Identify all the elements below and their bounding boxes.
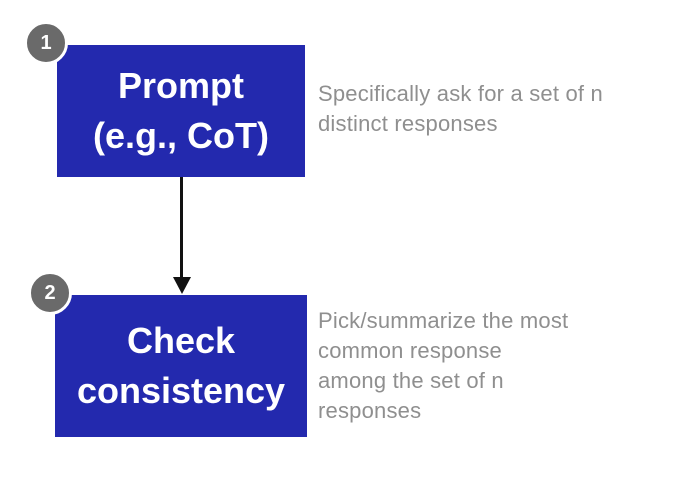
down-arrow-line-icon <box>180 177 183 278</box>
down-arrowhead-icon <box>173 277 191 294</box>
node-prompt: Prompt (e.g., CoT) <box>57 45 305 177</box>
step-1-badge: 1 <box>24 21 68 65</box>
node-check-consistency: Check consistency <box>55 295 307 437</box>
step-1-number: 1 <box>40 31 52 54</box>
node-prompt-label: Prompt (e.g., CoT) <box>93 65 269 156</box>
step-2-description: Pick/summarize the most common response … <box>318 308 569 423</box>
step-2-number: 2 <box>44 281 56 304</box>
step-2-badge: 2 <box>28 271 72 315</box>
node-check-consistency-label: Check consistency <box>76 320 286 411</box>
step-1-description: Specifically ask for a set of n distinct… <box>318 81 603 136</box>
